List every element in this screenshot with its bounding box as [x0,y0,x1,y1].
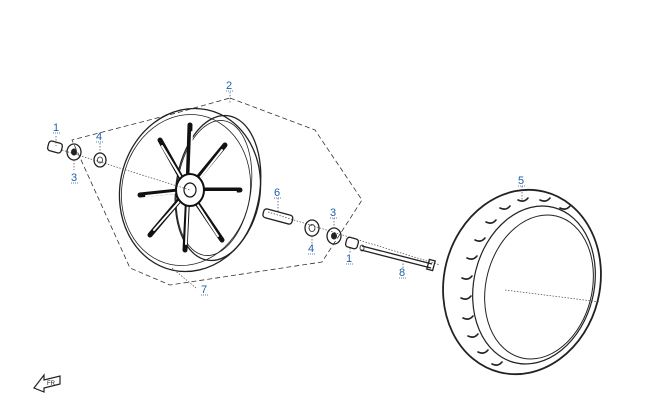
part-seal-left [93,152,107,168]
part-axle [359,244,436,272]
part-spacer [262,208,294,225]
callout-3-left: 3 [71,172,77,184]
svg-text:FR: FR [47,381,56,387]
callouts: 1 3 4 2 5 6 3 4 1 8 7 [53,80,525,296]
part-collar-left [46,140,64,154]
front-arrow-icon: FR [33,373,61,393]
rim [118,107,262,273]
callout-4-right: 4 [308,243,314,255]
callout-4-left: 4 [96,131,102,143]
leader-lines [55,92,523,289]
callout-8: 8 [399,267,405,279]
callout-2: 2 [226,80,232,92]
part-tire [442,188,602,376]
callout-1-left: 1 [53,122,59,134]
callout-5: 5 [518,175,524,187]
callout-6: 6 [274,187,280,199]
callout-7: 7 [201,284,207,296]
callout-3-right: 3 [330,207,336,219]
part-seal-right [304,219,320,237]
part-collar-right [344,236,360,250]
axle-centerline [61,149,441,266]
callout-1-right: 1 [346,253,352,265]
wheel-group-outline [71,97,363,286]
